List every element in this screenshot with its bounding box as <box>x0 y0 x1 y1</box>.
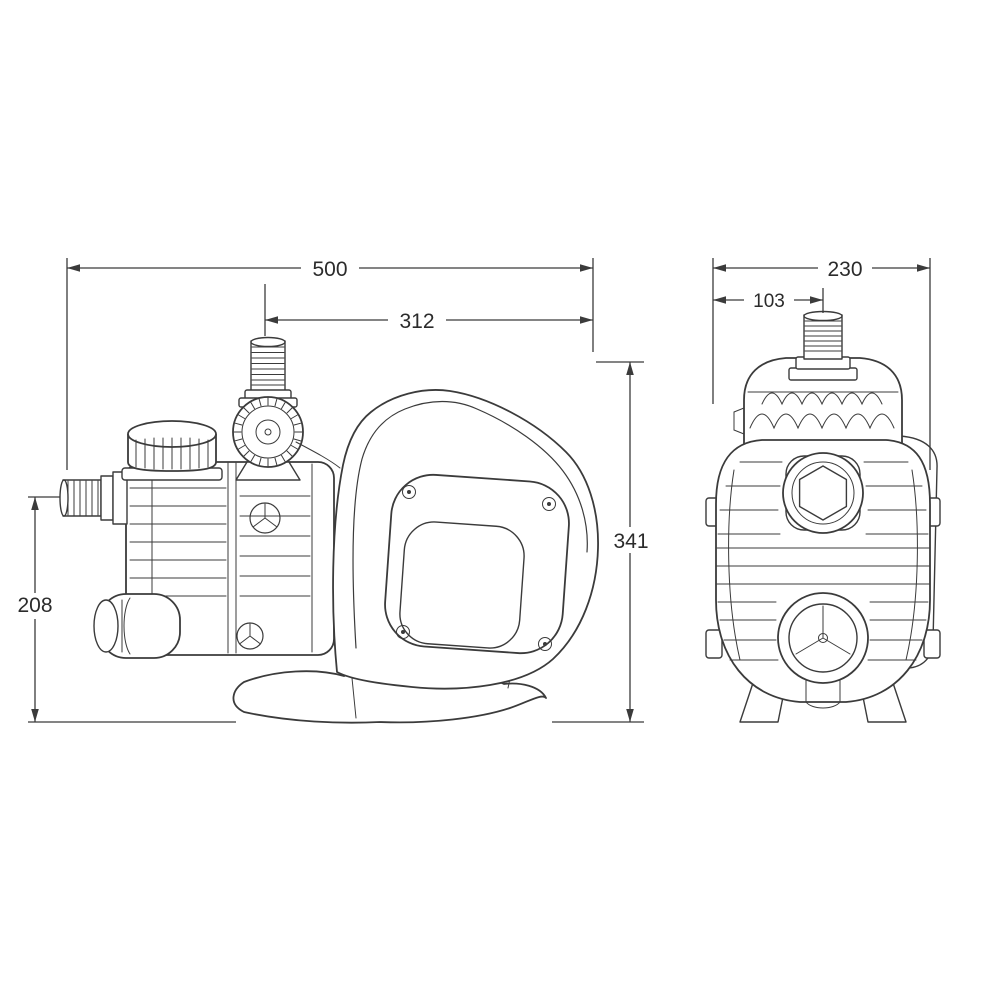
ejector-housing <box>733 357 903 447</box>
lower-port <box>93 593 181 659</box>
dim-label-500: 500 <box>312 258 347 281</box>
priming-port <box>777 592 869 709</box>
dim-label-312: 312 <box>399 310 434 333</box>
impeller-mark <box>249 502 281 534</box>
inlet-port <box>59 471 128 525</box>
front-cover <box>332 389 599 690</box>
filler-cap <box>121 420 223 481</box>
pump-side-view: 500 312 341 208 <box>9 255 657 724</box>
dimension-port-offset: 103 <box>713 288 824 313</box>
top-port <box>788 310 858 381</box>
check-valve-assembly <box>232 336 341 481</box>
dim-label-103: 103 <box>753 291 785 312</box>
carry-handle <box>352 400 588 649</box>
dimension-overall-height: 341 <box>552 361 657 723</box>
dimension-overall-length: 500 <box>66 255 594 470</box>
hex-plug <box>782 452 864 534</box>
dim-label-208: 208 <box>17 594 52 617</box>
dimension-outlet-offset: 312 <box>264 284 593 336</box>
pump-front-view: 230 103 <box>705 255 941 723</box>
dim-label-230: 230 <box>827 258 862 281</box>
dimension-inlet-height: 208 <box>9 496 236 723</box>
pump-body-front <box>715 439 931 703</box>
pump-casing <box>125 461 335 656</box>
drain-plug-mark <box>236 622 264 650</box>
dimension-overall-width: 230 <box>712 255 931 470</box>
dim-label-341: 341 <box>613 530 648 553</box>
cover-screws <box>396 485 556 651</box>
inspection-window <box>384 473 570 655</box>
